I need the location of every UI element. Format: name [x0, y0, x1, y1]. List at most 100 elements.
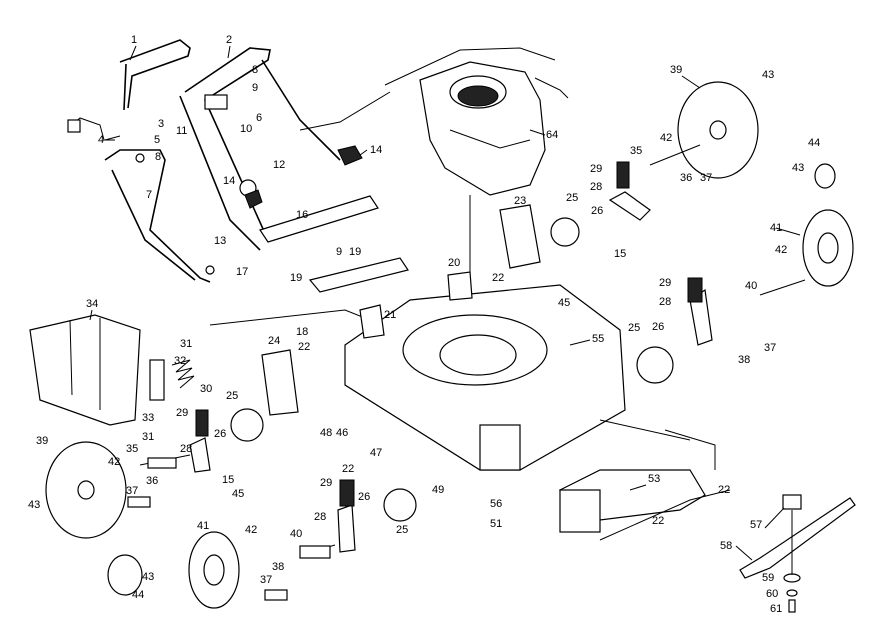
callout-33: 33 [142, 412, 154, 424]
callout-22-c: 22 [342, 463, 354, 475]
height-adjusters [189, 161, 713, 553]
wheel-hub-r [817, 232, 839, 264]
callout-37-d: 37 [260, 574, 272, 586]
lower-handle-part [104, 149, 211, 283]
wheel-plate-rl [383, 488, 417, 522]
callout-44-b: 44 [132, 589, 144, 601]
bag-seam [69, 319, 73, 396]
wheel-plate-fr [550, 217, 580, 247]
callout-11: 11 [176, 125, 187, 137]
callout-26: 26 [591, 205, 603, 217]
axle-r [759, 279, 806, 296]
callout-42-d: 42 [245, 524, 257, 536]
callout-26-b: 26 [652, 321, 664, 333]
clip-block [67, 119, 81, 133]
axle-bolt-ll [147, 457, 177, 469]
callout-21: 21 [384, 309, 396, 321]
callout-36: 36 [680, 172, 692, 184]
adjuster-front-right [608, 191, 651, 221]
callout-28-b: 28 [659, 296, 671, 308]
main-handle-right [261, 59, 341, 161]
callout-35: 35 [630, 145, 642, 157]
deck-ref-line [209, 309, 371, 326]
wheels [45, 81, 854, 609]
wheel-hub-ur [709, 120, 727, 140]
axle-bolt-l [299, 545, 331, 559]
callout-38: 38 [738, 354, 750, 366]
leader-53 [629, 484, 647, 491]
wheel-plate-fl [230, 408, 264, 442]
wheel-hub-ll [77, 480, 95, 500]
callout-19-b: 19 [349, 246, 361, 258]
callout-25-d: 25 [396, 524, 408, 536]
callout-29-b: 29 [659, 277, 671, 289]
handle-assembly [67, 39, 363, 283]
callout-4: 4 [98, 134, 104, 146]
callout-19: 19 [290, 272, 302, 284]
callout-28-c: 28 [180, 443, 192, 455]
adjuster-grip-fl [195, 409, 209, 437]
leader-58 [735, 545, 753, 561]
blade-adapter [782, 494, 802, 510]
axles [127, 144, 806, 601]
callout-37: 37 [700, 172, 712, 184]
blade-assembly [739, 494, 856, 613]
callout-1: 1 [131, 34, 137, 46]
upper-handle-part [119, 39, 191, 109]
grass-bag-body [29, 314, 141, 426]
callout-14: 14 [370, 144, 382, 156]
main-handle-inner [179, 95, 261, 251]
handle-left-rod [123, 63, 127, 111]
baffle-plate [559, 489, 601, 533]
callout-10: 10 [240, 123, 252, 135]
engine-outline [384, 47, 556, 86]
lower-handle-inner [111, 169, 196, 281]
callout-36-b: 36 [146, 475, 158, 487]
callout-57: 57 [750, 519, 762, 531]
handle-bolt [205, 265, 215, 275]
callout-51: 51 [490, 518, 502, 530]
callout-15-b: 15 [222, 474, 234, 486]
handle-knob-dark [337, 145, 363, 166]
engine-line [449, 129, 531, 149]
callout-2: 2 [226, 34, 232, 46]
callout-5: 5 [154, 134, 160, 146]
callout-labels: 1 2 3 4 5 6 7 8 8 9 9 10 11 12 13 14 14 … [28, 34, 820, 615]
callout-43: 43 [762, 69, 774, 81]
callout-20: 20 [448, 257, 460, 269]
rear-door [149, 359, 195, 401]
callout-37-c: 37 [126, 485, 138, 497]
baffle-ref-line [599, 489, 731, 541]
hubcap-right [814, 163, 836, 189]
callout-60: 60 [766, 588, 778, 600]
callout-16: 16 [296, 209, 308, 221]
callout-59: 59 [762, 572, 774, 584]
callout-30: 30 [200, 383, 212, 395]
callout-22: 22 [492, 272, 504, 284]
callout-22-e: 22 [652, 515, 664, 527]
adjuster-rear-left [337, 504, 356, 553]
callout-9-b: 9 [336, 246, 342, 258]
deck-assembly [209, 284, 691, 471]
callout-53: 53 [648, 473, 660, 485]
callout-39: 39 [670, 64, 682, 76]
main-handle-part [184, 47, 271, 241]
callout-32: 32 [174, 355, 186, 367]
leader-57 [764, 507, 785, 529]
axle-bolt-lb [264, 589, 288, 601]
callout-13: 13 [214, 235, 226, 247]
callout-43-d: 43 [142, 571, 154, 583]
axle-ur [649, 144, 701, 166]
callout-42: 42 [660, 132, 672, 144]
leader-39 [681, 75, 701, 89]
engine-spark-wire [534, 77, 569, 99]
leader-41 [775, 227, 801, 236]
callout-31-b: 31 [142, 431, 154, 443]
axle-bolt-llb [127, 496, 151, 508]
deck-front-edge [344, 345, 481, 471]
callout-49: 49 [432, 484, 444, 496]
callout-38-b: 38 [272, 561, 284, 573]
callout-26-c: 26 [214, 428, 226, 440]
hubcap-left [107, 554, 143, 596]
